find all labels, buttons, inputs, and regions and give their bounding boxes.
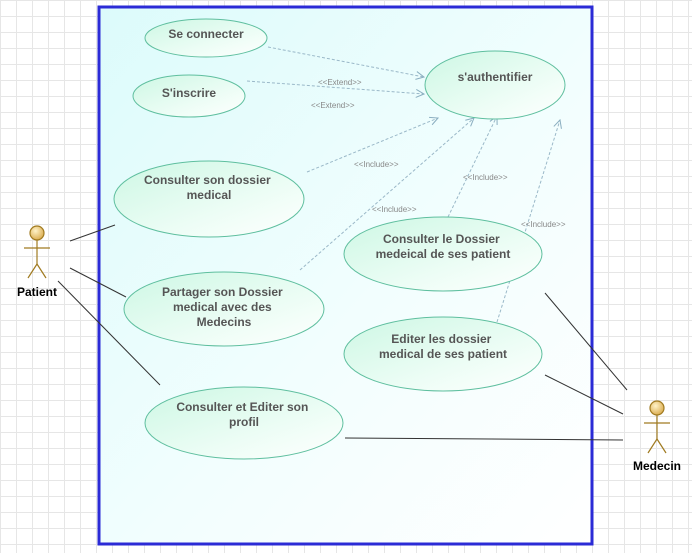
svg-text:Consulter et Editer son: Consulter et Editer son profil — [176, 400, 311, 429]
svg-text:Consulter le Dossier med: Consulter le Dossier medeical de ses pat… — [376, 232, 511, 261]
svg-text:S'inscrire: S'inscrire — [162, 86, 217, 100]
use-case-label: S'inscrire — [162, 86, 217, 100]
use-case-label: Editer les dossier — [391, 332, 491, 346]
assoc-medecin-editer-patient — [544, 374, 624, 415]
use-case-label: Partager son Dossier — [162, 285, 283, 299]
use-case-editer-dossier-patient[interactable]: Editer les dossier medical de ses patien… — [343, 316, 543, 392]
svg-text:Partager son Dossier med: Partager son Dossier medical avec des Me… — [162, 285, 286, 329]
include-line-consulter-patient — [447, 116, 497, 218]
use-case-consulter-dossier[interactable]: Consulter son dossier medical — [113, 160, 305, 238]
extend-label: <<Extend>> — [318, 78, 362, 87]
include-line-consulter-dossier — [306, 118, 438, 173]
include-label: <<Include>> — [521, 220, 566, 229]
use-case-label: Medecins — [197, 315, 252, 329]
assoc-patient-consulter-dossier — [69, 224, 116, 242]
extend-line-se-connecter — [267, 46, 424, 77]
use-case-label: medical de ses patient — [379, 347, 507, 361]
use-case-consulter-dossier-patient[interactable]: Consulter le Dossier medeical de ses pat… — [343, 216, 543, 292]
svg-text:Editer les dossier medic: Editer les dossier medical de ses patien… — [379, 332, 507, 361]
assoc-medecin-consulter-patient — [544, 292, 628, 391]
actor-patient[interactable]: Patient — [17, 225, 57, 299]
assoc-medecin-profil — [344, 437, 624, 441]
use-case-sauthentifier[interactable]: s'authentifier — [424, 50, 566, 120]
relationship-lines — [246, 46, 560, 323]
use-case-label: s'authentifier — [458, 70, 533, 84]
include-label: <<Include>> — [372, 205, 417, 214]
use-case-label: profil — [229, 415, 259, 429]
svg-text:s'authentifier: s'authentifier — [458, 70, 533, 84]
include-line-partager — [299, 118, 474, 271]
actor-label: Patient — [17, 285, 57, 299]
stick-figure-icon — [24, 225, 50, 279]
use-case-label: Consulter son dossier — [144, 173, 271, 187]
assoc-patient-profil — [57, 280, 161, 386]
use-case-consulter-editer-profil[interactable]: Consulter et Editer son profil — [144, 386, 344, 460]
use-case-label: Se connecter — [168, 27, 244, 41]
stick-figure-icon — [644, 400, 670, 454]
include-line-editer-patient — [496, 120, 560, 323]
use-case-label: medeical de ses patient — [376, 247, 511, 261]
svg-text:Consulter son dossier me: Consulter son dossier medical — [144, 173, 274, 202]
use-case-label: medical avec des — [173, 300, 272, 314]
use-case-label: Consulter le Dossier — [383, 232, 500, 246]
use-case-sinscrire[interactable]: S'inscrire — [132, 74, 246, 118]
actor-medecin[interactable]: Medecin — [633, 400, 681, 473]
use-case-label: Consulter et Editer son — [176, 400, 308, 414]
include-label: <<Include>> — [354, 160, 399, 169]
use-case-partager-dossier[interactable]: Partager son Dossier medical avec des Me… — [123, 271, 325, 347]
use-case-se-connecter[interactable]: Se connecter — [144, 18, 268, 58]
extend-line-sinscrire — [246, 80, 424, 94]
actor-label: Medecin — [633, 459, 681, 473]
assoc-patient-partager — [69, 267, 127, 298]
svg-text:Se connecter: Se connecter — [168, 27, 244, 41]
use-case-label: medical — [187, 188, 232, 202]
extend-label: <<Extend>> — [311, 101, 355, 110]
association-lines — [57, 224, 628, 441]
include-label: <<Include>> — [463, 173, 508, 182]
